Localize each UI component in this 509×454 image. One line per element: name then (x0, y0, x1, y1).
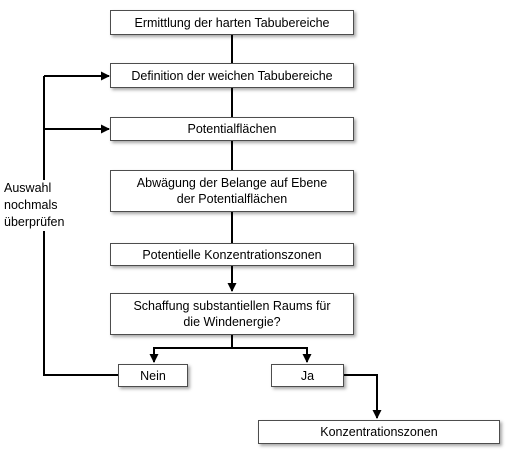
loop-label: Auswahl nochmals überprüfen (4, 180, 82, 231)
box-result-label: Konzentrationszonen (320, 425, 438, 439)
box-question: Schaffung substantiellen Raums für die W… (110, 293, 354, 335)
box-question-label-line1: Schaffung substantiellen Raums für (133, 299, 331, 313)
loop-label-line3: überprüfen (4, 215, 65, 229)
box-potential-zones-label: Potentielle Konzentrationszonen (142, 247, 322, 262)
arrow-question-to-no (149, 335, 233, 363)
arrow-yes-to-result (344, 374, 382, 419)
box-soft-taboo: Definition der weichen Tabubereiche (110, 63, 354, 88)
box-weighing-label-line1: Abwägung der Belange auf Ebene (136, 176, 328, 190)
box-no-label: Nein (140, 368, 166, 383)
box-potential-zones: Potentielle Konzentrationszonen (110, 243, 354, 266)
box-potential-areas-label: Potentialflächen (187, 122, 277, 136)
box-hard-taboo: Ermittlung der harten Tabubereiche (110, 10, 354, 35)
box-weighing: Abwägung der Belange auf Ebene der Poten… (110, 170, 354, 212)
arrow-question-to-yes (232, 347, 312, 363)
box-yes: Ja (271, 364, 344, 387)
box-no: Nein (118, 364, 188, 387)
box-hard-taboo-label: Ermittlung der harten Tabubereiche (134, 15, 330, 30)
box-potential-areas: Potentialflächen (110, 117, 354, 141)
loop-label-line2: nochmals (4, 198, 58, 212)
box-result: Konzentrationszonen (258, 420, 500, 444)
box-weighing-label-line2: der Potentialflächen (176, 192, 288, 206)
loop-back-line (43, 76, 118, 376)
box-question-label-line2: die Windenergie? (183, 315, 281, 329)
box-yes-label: Ja (300, 368, 315, 383)
box-soft-taboo-label: Definition der weichen Tabubereiche (131, 68, 333, 83)
loop-label-line1: Auswahl (4, 181, 52, 195)
